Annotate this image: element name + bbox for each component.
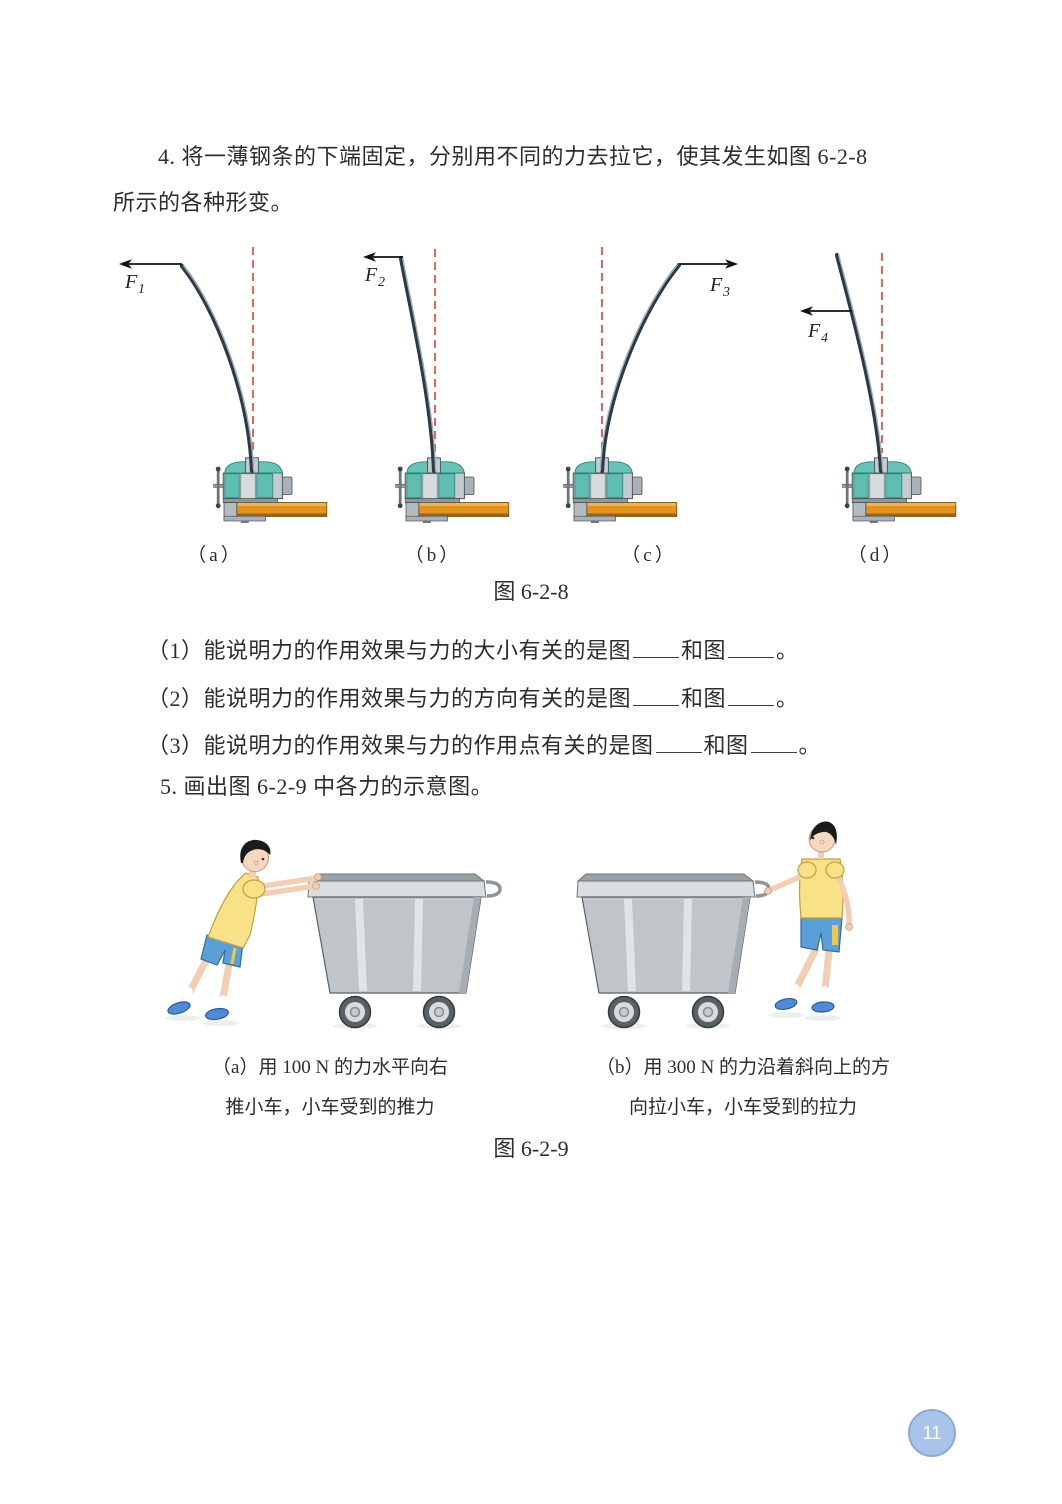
answer-blank bbox=[633, 641, 680, 658]
force-label-sub: 4 bbox=[821, 331, 828, 346]
wood-board bbox=[865, 502, 957, 517]
panel-label-a: （a） bbox=[187, 545, 243, 566]
question-4-line1: 4. 将一薄钢条的下端固定，分别用不同的力去拉它，使其发生如图 6-2-8 bbox=[158, 144, 868, 169]
figure-6-2-9-caption: 图 6-2-9 bbox=[493, 1136, 569, 1161]
panel-label-b: （b） bbox=[404, 545, 462, 566]
cart-illustration bbox=[577, 874, 769, 1029]
question-4-line2: 所示的各种形变。 bbox=[113, 190, 294, 215]
caption-a-line2: 推小车，小车受到的推力 bbox=[225, 1097, 435, 1118]
answer-blank bbox=[728, 641, 775, 658]
figure-6-2-8-panel-c: F 3 bbox=[563, 247, 738, 524]
force-label: F bbox=[364, 264, 378, 286]
steel-strip bbox=[398, 255, 437, 474]
subquestion-1: （1）能说明力的作用效果与力的大小有关的是图 和图 。 bbox=[147, 633, 799, 665]
subquestion-2: （2）能说明力的作用效果与力的方向有关的是图 和图 。 bbox=[147, 681, 799, 713]
force-label-sub: 2 bbox=[378, 275, 385, 290]
figure-6-2-8-panel-d: F 4 bbox=[800, 252, 957, 524]
steel-strip bbox=[599, 262, 682, 474]
subquestion-3: （3）能说明力的作用效果与力的作用点有关的是图 和图 。 bbox=[147, 728, 821, 760]
force-arrow bbox=[800, 306, 852, 316]
figure-6-2-9-illustration-b bbox=[570, 821, 853, 1050]
page-number-badge: 11 bbox=[908, 1409, 956, 1457]
force-label-sub: 3 bbox=[722, 285, 730, 300]
steel-strip bbox=[834, 252, 884, 474]
subquestion-text: （1）能说明力的作用效果与力的大小有关的是图 bbox=[147, 638, 632, 663]
steel-strip bbox=[179, 263, 255, 474]
subquestion-text: 和图 bbox=[681, 686, 727, 711]
answer-blank bbox=[655, 736, 702, 753]
figure-6-2-8-panel-a: F 1 bbox=[119, 247, 328, 524]
subquestion-text: 和图 bbox=[681, 638, 727, 663]
boy-pulling-illustration bbox=[764, 821, 853, 1021]
answer-blank bbox=[633, 689, 680, 706]
steel-strip-highlight bbox=[401, 257, 437, 472]
force-label: F bbox=[124, 271, 138, 293]
wood-board bbox=[586, 502, 678, 517]
panel-label-c: （c） bbox=[621, 545, 677, 566]
subquestion-text: （2）能说明力的作用效果与力的方向有关的是图 bbox=[147, 686, 632, 711]
force-label: F bbox=[709, 274, 723, 296]
figure-6-2-9-illustration-a bbox=[165, 839, 555, 1050]
steel-strip-highlight bbox=[837, 254, 884, 472]
wood-board bbox=[418, 502, 510, 517]
panel-label-d: （d） bbox=[847, 545, 905, 566]
subquestion-text: 和图 bbox=[703, 733, 749, 758]
cart-illustration bbox=[308, 874, 500, 1029]
subquestion-text: 。 bbox=[798, 733, 822, 758]
force-arrow bbox=[119, 259, 182, 269]
force-label: F bbox=[807, 320, 821, 342]
answer-blank bbox=[728, 689, 775, 706]
subquestion-text: （3）能说明力的作用效果与力的作用点有关的是图 bbox=[147, 733, 654, 758]
steel-strip-highlight bbox=[599, 264, 679, 472]
caption-b-line1: （b）用 300 N 的力沿着斜向上的方 bbox=[596, 1057, 890, 1078]
question-5: 5. 画出图 6-2-9 中各力的示意图。 bbox=[160, 774, 494, 799]
force-label-sub: 1 bbox=[138, 282, 145, 297]
answer-blank bbox=[750, 736, 797, 753]
boy-pushing-illustration bbox=[165, 839, 322, 1026]
force-arrow bbox=[363, 252, 403, 262]
figure-6-2-8-panel-b: F 2 bbox=[363, 249, 510, 524]
figure-6-2-9-caption-a: （a）用 100 N 的力水平向右 推小车，小车受到的推力 bbox=[175, 1048, 485, 1128]
figure-6-2-9-caption-b: （b）用 300 N 的力沿着斜向上的方 向拉小车，小车受到的拉力 bbox=[578, 1048, 908, 1128]
subquestion-text: 。 bbox=[776, 638, 799, 663]
page-number: 11 bbox=[922, 1422, 942, 1443]
caption-a-line1: （a）用 100 N 的力水平向右 bbox=[212, 1057, 448, 1078]
wood-board bbox=[236, 502, 328, 517]
figure-6-2-8-caption: 图 6-2-8 bbox=[493, 579, 569, 604]
steel-strip-highlight bbox=[182, 265, 255, 472]
caption-b-line2: 向拉小车，小车受到的拉力 bbox=[628, 1097, 857, 1118]
subquestion-text: 。 bbox=[776, 686, 799, 711]
force-arrow bbox=[680, 259, 738, 269]
